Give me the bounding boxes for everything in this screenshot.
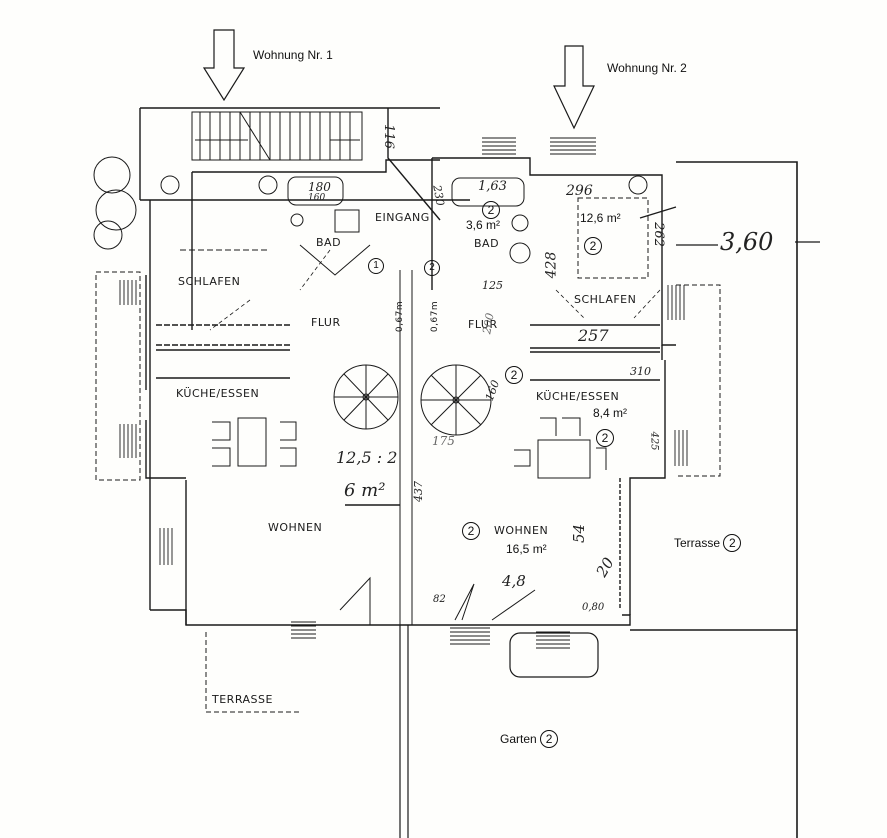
unit1-kitchen-label: KÜCHE/ESSEN bbox=[176, 387, 260, 400]
garden-text: Garten bbox=[500, 732, 537, 746]
hw-kitchen-depth: 425 bbox=[648, 431, 660, 451]
hw-calc-line2: 6 m² bbox=[344, 480, 386, 501]
unit2-bath-area: 3,6 m² bbox=[466, 218, 501, 232]
unit-marker: 2 bbox=[584, 237, 602, 255]
tree-icon bbox=[93, 156, 137, 250]
hw-living-depth: 437 bbox=[412, 481, 425, 502]
unit2-living-area: 16,5 m² bbox=[506, 542, 547, 556]
spiral-stair-unit1 bbox=[333, 364, 399, 430]
unit2-bedroom-area: 12,6 m² bbox=[580, 211, 621, 225]
unit1-hall-label: FLUR bbox=[311, 316, 341, 329]
hw-counter2: 310 bbox=[630, 365, 651, 378]
unit2-kitchen-label: KÜCHE/ESSEN bbox=[536, 390, 620, 403]
door-marker-2: 2 bbox=[424, 258, 440, 276]
hw-side-54: 54 bbox=[570, 523, 589, 544]
hw-stair-f: 175 bbox=[432, 434, 455, 448]
terrace-unit2-label: Terrasse 2 bbox=[674, 534, 742, 552]
unit1-terrace-label: TERRASSE bbox=[212, 693, 273, 706]
unit1-bedroom-label: SCHLAFEN bbox=[178, 275, 241, 288]
unit2-bedroom-label: SCHLAFEN bbox=[574, 293, 637, 306]
unit2-entry-label: Wohnung Nr. 2 bbox=[607, 61, 687, 75]
unit-marker: 2 bbox=[482, 201, 500, 219]
hw-calc-line1: 12,5 : 2 bbox=[336, 448, 398, 467]
unit-marker: 2 bbox=[596, 429, 614, 447]
building-walls bbox=[139, 107, 676, 626]
hw-outside-dimension: 3,60 bbox=[720, 228, 774, 256]
windows bbox=[119, 137, 688, 649]
unit-marker: 2 bbox=[540, 730, 559, 748]
tub-dim-top: 180 bbox=[308, 180, 331, 194]
tub-dim-bottom: 160 bbox=[308, 193, 326, 203]
terrace-unit2-text: Terrasse bbox=[674, 536, 721, 550]
spiral-stair-unit2 bbox=[420, 364, 492, 436]
unit-marker: 2 bbox=[462, 522, 480, 540]
hw-bath-door: 125 bbox=[482, 279, 503, 292]
unit2-hall-width: 0,67m bbox=[430, 300, 441, 333]
garden-label: Garten 2 bbox=[500, 730, 559, 748]
hw-window-right: 0,80 bbox=[582, 602, 605, 613]
hw-hall-length: 200 bbox=[480, 312, 497, 335]
unit2-living-label: WOHNEN bbox=[494, 524, 549, 537]
unit1-bath-label: BAD bbox=[316, 236, 342, 249]
door-marker-1: 1 bbox=[368, 256, 384, 274]
unit1-living-label: WOHNEN bbox=[268, 521, 323, 534]
stair-unit1 bbox=[191, 111, 363, 161]
unit2-kitchen-area: 8,4 m² bbox=[593, 406, 628, 420]
hw-bath-height: 230 bbox=[430, 184, 447, 207]
unit-marker: 2 bbox=[505, 366, 523, 384]
hw-stair-width: 116 bbox=[380, 124, 396, 149]
unit-marker: 2 bbox=[723, 534, 742, 552]
unit1-entrance-label: EINGANG bbox=[375, 211, 430, 224]
hw-counter: 257 bbox=[578, 326, 609, 345]
garden-divider bbox=[399, 625, 409, 838]
hw-tub-width: 1,63 bbox=[478, 179, 507, 194]
unit1-entry-label: Wohnung Nr. 1 bbox=[253, 48, 333, 62]
hw-bedroom-width: 296 bbox=[566, 183, 593, 199]
unit2-bath-label: BAD bbox=[474, 237, 500, 250]
hw-living-note: 4,8 bbox=[502, 572, 526, 590]
hw-window-left: 82 bbox=[433, 594, 446, 605]
hw-bedroom-depth: 428 bbox=[543, 251, 560, 279]
property-line bbox=[630, 161, 798, 838]
unit2-hall-label: FLUR bbox=[468, 318, 498, 331]
hw-bedroom-height: 262 bbox=[650, 222, 666, 247]
entry-arrow-unit1 bbox=[202, 29, 246, 102]
entry-arrow-unit2 bbox=[553, 45, 595, 130]
highlighted-window bbox=[509, 632, 599, 678]
unit1-hall-width: 0,67m bbox=[395, 300, 406, 333]
